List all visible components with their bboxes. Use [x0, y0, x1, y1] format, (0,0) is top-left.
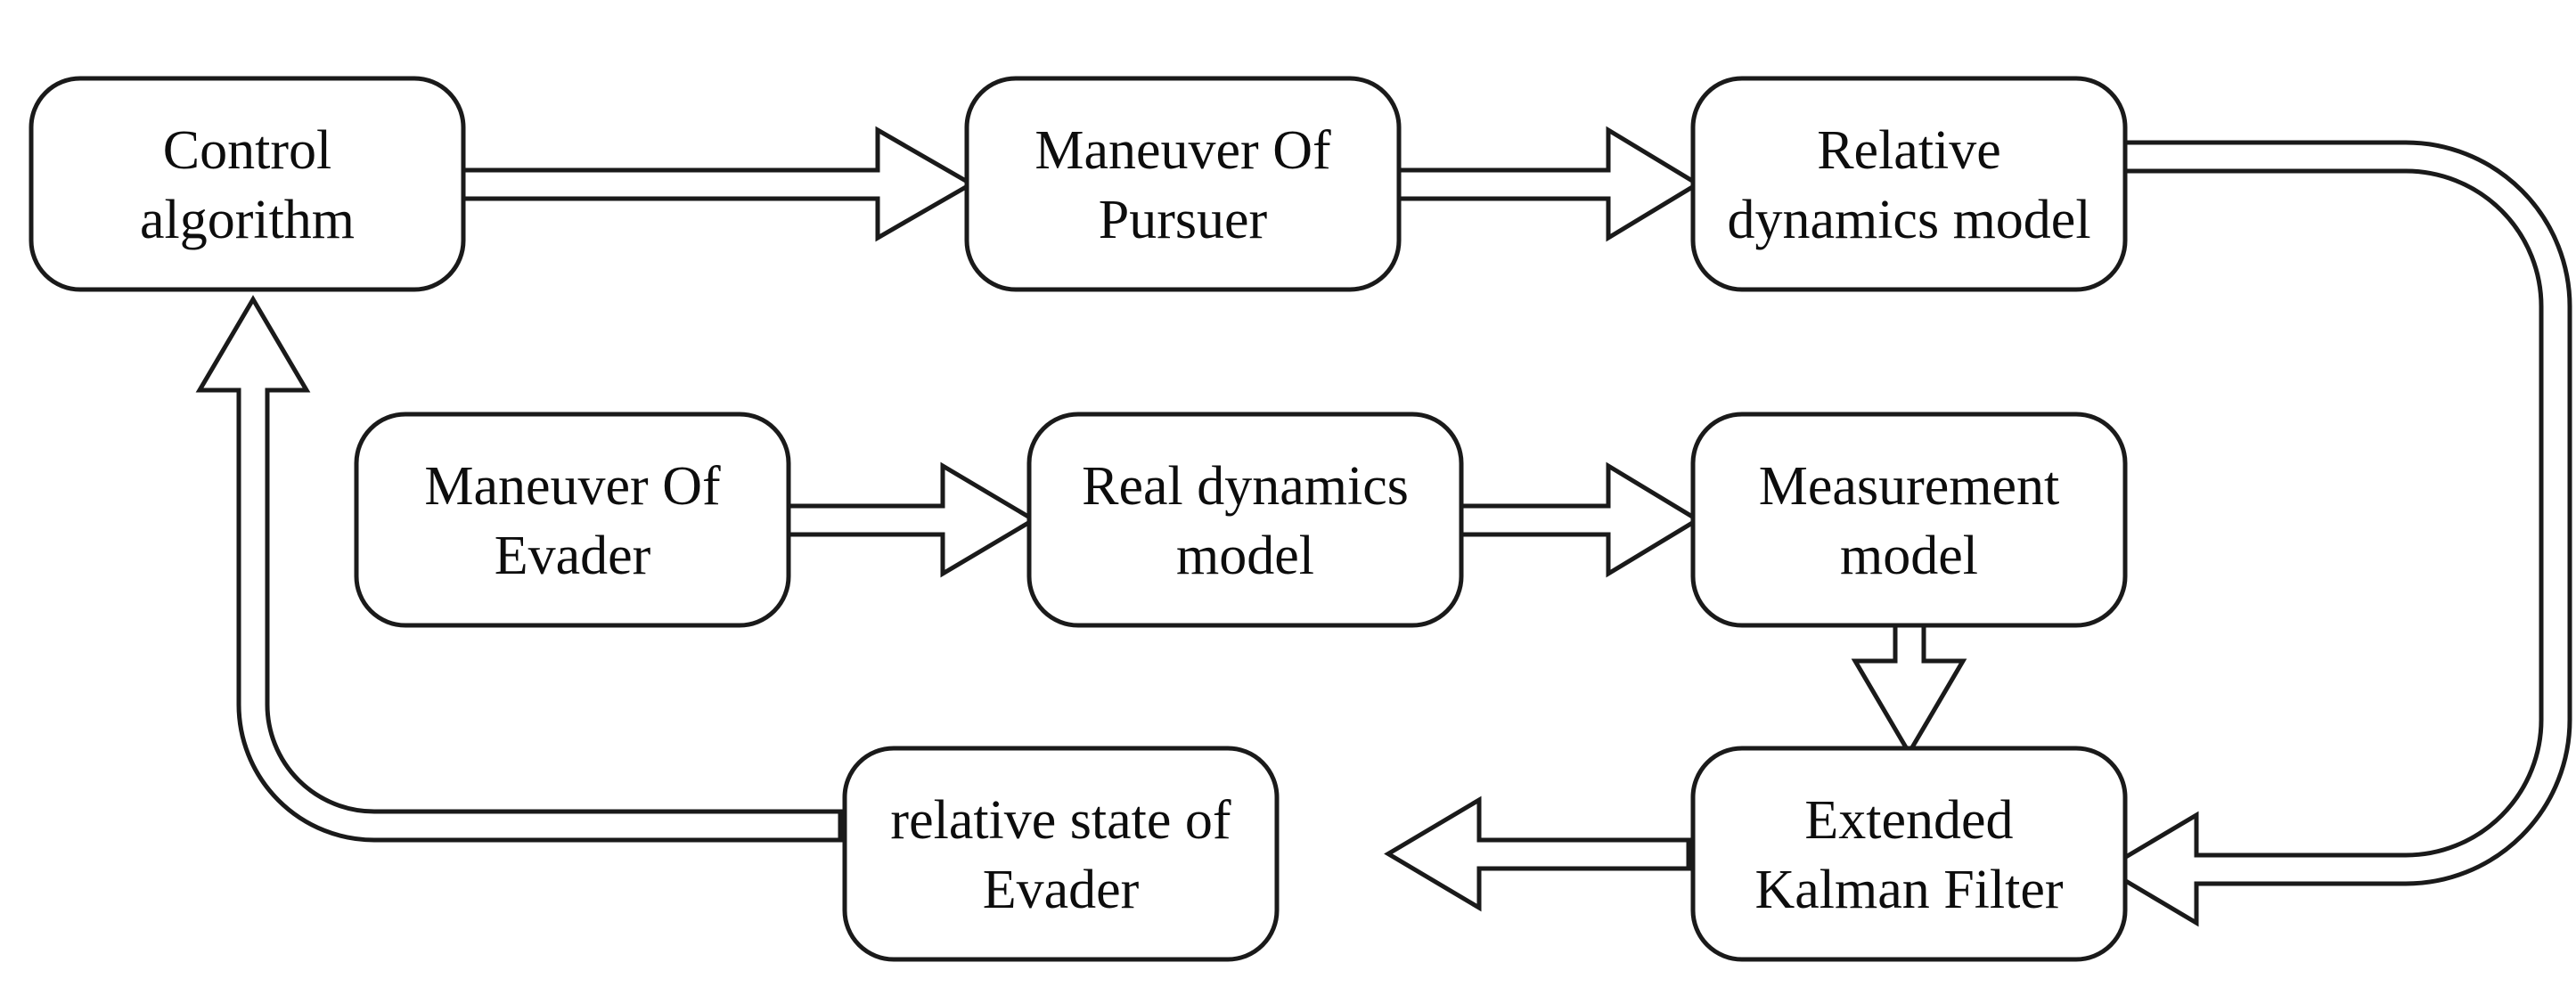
edge-relative-dynamics-to-ekf-loop — [2101, 140, 2572, 927]
node-box-maneuver-of-pursuer — [964, 76, 1402, 292]
edge-evader-to-real-dynamics-arrow — [781, 461, 1038, 578]
node-label-extended-kalman-filter-line1: Extended — [1804, 790, 2013, 851]
node-label-maneuver-of-evader-line1: Maneuver Of — [424, 456, 721, 517]
node-label-relative-dynamics-model-line2: dynamics model — [1727, 190, 2090, 250]
node-label-control-algorithm-line2: algorithm — [140, 190, 355, 250]
node-box-relative-dynamics-model — [1690, 76, 2128, 292]
node-box-relative-state-of-evader — [842, 746, 1280, 962]
node-label-maneuver-of-pursuer-line2: Pursuer — [1099, 190, 1268, 250]
node-box-measurement-model — [1690, 412, 2128, 628]
node-label-relative-dynamics-model-line1: Relative — [1817, 120, 2001, 181]
node-box-control-algorithm — [29, 76, 466, 292]
node-control-algorithm[interactable]: Control algorithm — [29, 76, 466, 292]
edge-real-dynamics-to-measurement-arrow — [1454, 461, 1702, 578]
edge-control-to-pursuer-arrow — [456, 126, 977, 242]
node-label-maneuver-of-pursuer-line1: Maneuver Of — [1034, 120, 1331, 181]
node-extended-kalman-filter[interactable]: Extended Kalman Filter — [1690, 746, 2128, 962]
edge-relative-state-to-control-loop — [195, 295, 843, 843]
node-real-dynamics-model[interactable]: Real dynamics model — [1026, 412, 1464, 628]
node-label-relative-state-of-evader-line1: relative state of — [890, 790, 1231, 851]
node-label-relative-state-of-evader-line2: Evader — [983, 860, 1140, 920]
edge-measurement-to-ekf-arrow — [1851, 618, 1967, 757]
node-label-extended-kalman-filter-line2: Kalman Filter — [1754, 860, 2063, 920]
node-label-real-dynamics-model-line2: model — [1176, 526, 1314, 586]
node-maneuver-of-pursuer[interactable]: Maneuver Of Pursuer — [964, 76, 1402, 292]
edge-pursuer-to-relative-dynamics-arrow — [1392, 126, 1702, 242]
node-label-control-algorithm-line1: Control — [163, 120, 331, 181]
edge-ekf-to-relative-state-arrow — [1384, 795, 1691, 912]
node-box-real-dynamics-model — [1026, 412, 1464, 628]
node-relative-state-of-evader[interactable]: relative state of Evader — [842, 746, 1280, 962]
node-relative-dynamics-model[interactable]: Relative dynamics model — [1690, 76, 2128, 292]
node-box-extended-kalman-filter — [1690, 746, 2128, 962]
node-label-measurement-model-line2: model — [1840, 526, 1978, 586]
node-box-maneuver-of-evader — [354, 412, 791, 628]
node-label-real-dynamics-model-line1: Real dynamics — [1082, 456, 1409, 517]
node-label-measurement-model-line1: Measurement — [1759, 456, 2059, 517]
node-maneuver-of-evader[interactable]: Maneuver Of Evader — [354, 412, 791, 628]
node-label-maneuver-of-evader-line2: Evader — [495, 526, 651, 586]
node-measurement-model[interactable]: Measurement model — [1690, 412, 2128, 628]
